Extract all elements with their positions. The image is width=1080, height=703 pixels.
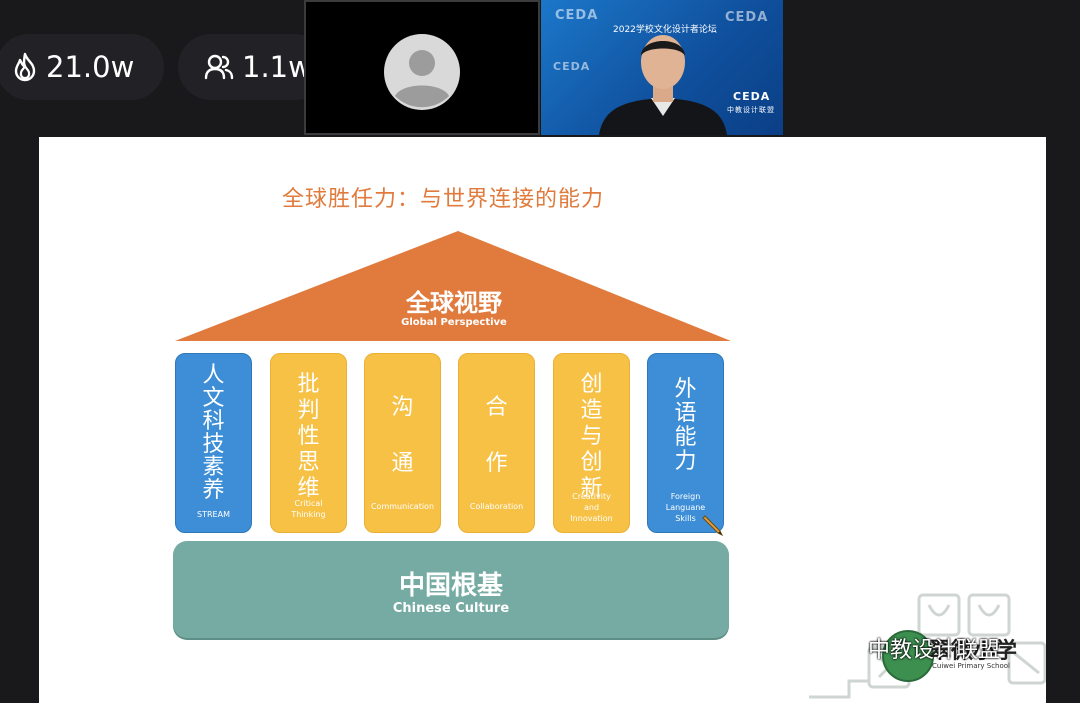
pillar-en: Foreign Languane Skills bbox=[665, 492, 706, 523]
pillar-stream: 人 文 科 技 素 养 STREAM bbox=[175, 353, 252, 533]
presentation-slide: 全球胜任力：与世界连接的能力 全球视野 Global Perspective 人… bbox=[39, 137, 1046, 703]
base-label-cn: 中国根基 bbox=[398, 571, 503, 601]
roof-label-cn: 全球视野 bbox=[406, 289, 502, 317]
views-value: 21.0w bbox=[46, 50, 135, 84]
pillar-critical-thinking: 批 判 性 思 维 Critical Thinking bbox=[270, 353, 347, 533]
banner-logo: CEDA bbox=[555, 8, 599, 23]
school-logo bbox=[882, 630, 934, 682]
speaker-figure bbox=[599, 35, 727, 135]
viewers-value: 1.1w bbox=[242, 50, 312, 84]
pillar-cn: 批 判 性 思 维 bbox=[297, 372, 320, 501]
viewers-counter: 1.1w bbox=[178, 34, 328, 100]
pillar-communication: 沟 通 Communication bbox=[364, 353, 441, 533]
avatar-placeholder-icon bbox=[382, 32, 462, 116]
school-name-cn: 翠微小学 bbox=[929, 638, 1018, 664]
pillar-en: Communication bbox=[370, 502, 435, 511]
watermark: 中教设计联盟 bbox=[832, 632, 1000, 664]
foundation-base: 中国根基 Chinese Culture bbox=[173, 541, 729, 638]
pillar-collaboration: 合 作 Collaboration bbox=[458, 353, 535, 533]
slide-title: 全球胜任力：与世界连接的能力 bbox=[282, 187, 605, 212]
roof-label-en: Global Perspective bbox=[401, 317, 507, 328]
pillar-foreign-language: 外 语 能 力 Foreign Languane Skills bbox=[647, 353, 724, 533]
flame-icon bbox=[12, 52, 38, 82]
banner-logo-left-lower: CEDA bbox=[553, 60, 591, 73]
pencil-cursor-icon bbox=[701, 514, 725, 542]
pillar-creativity: 创 造 与 创 新 Creativity and Innovation bbox=[553, 353, 630, 533]
speaker-video-tile[interactable]: CEDA CEDA CEDA CEDA 中教设计联盟 2022学校文化设计者论坛 bbox=[541, 0, 783, 135]
views-counter: 21.0w bbox=[0, 34, 164, 100]
school-name-en: Cuiwei Primary School bbox=[932, 662, 1010, 670]
banner-logo-right: CEDA bbox=[725, 10, 769, 25]
base-label-en: Chinese Culture bbox=[392, 601, 510, 616]
pillar-cn: 外 语 能 力 bbox=[674, 377, 697, 474]
pillar-cn: 沟 通 bbox=[391, 395, 414, 476]
roof-triangle bbox=[175, 231, 731, 341]
pillar-cn: 合 作 bbox=[485, 395, 508, 476]
pillar-cn: 人 文 科 技 素 养 bbox=[202, 363, 225, 503]
banner-subtitle: 中教设计联盟 bbox=[727, 106, 775, 114]
banner-logo-right-lower: CEDA bbox=[733, 90, 771, 103]
pillar-en: Collaboration bbox=[469, 502, 524, 511]
pillar-en: Critical Thinking bbox=[291, 499, 326, 519]
pillar-en: Creativity and Innovation bbox=[570, 492, 613, 523]
pillar-cn: 创 造 与 创 新 bbox=[580, 372, 603, 501]
wechat-icon bbox=[832, 632, 862, 664]
users-icon bbox=[204, 53, 234, 81]
participant-video-tile[interactable] bbox=[304, 0, 540, 135]
conference-title: 2022学校文化设计者论坛 bbox=[613, 25, 717, 35]
pillar-en: STREAM bbox=[197, 510, 230, 519]
watermark-text: 中教设计联盟 bbox=[868, 638, 1001, 663]
